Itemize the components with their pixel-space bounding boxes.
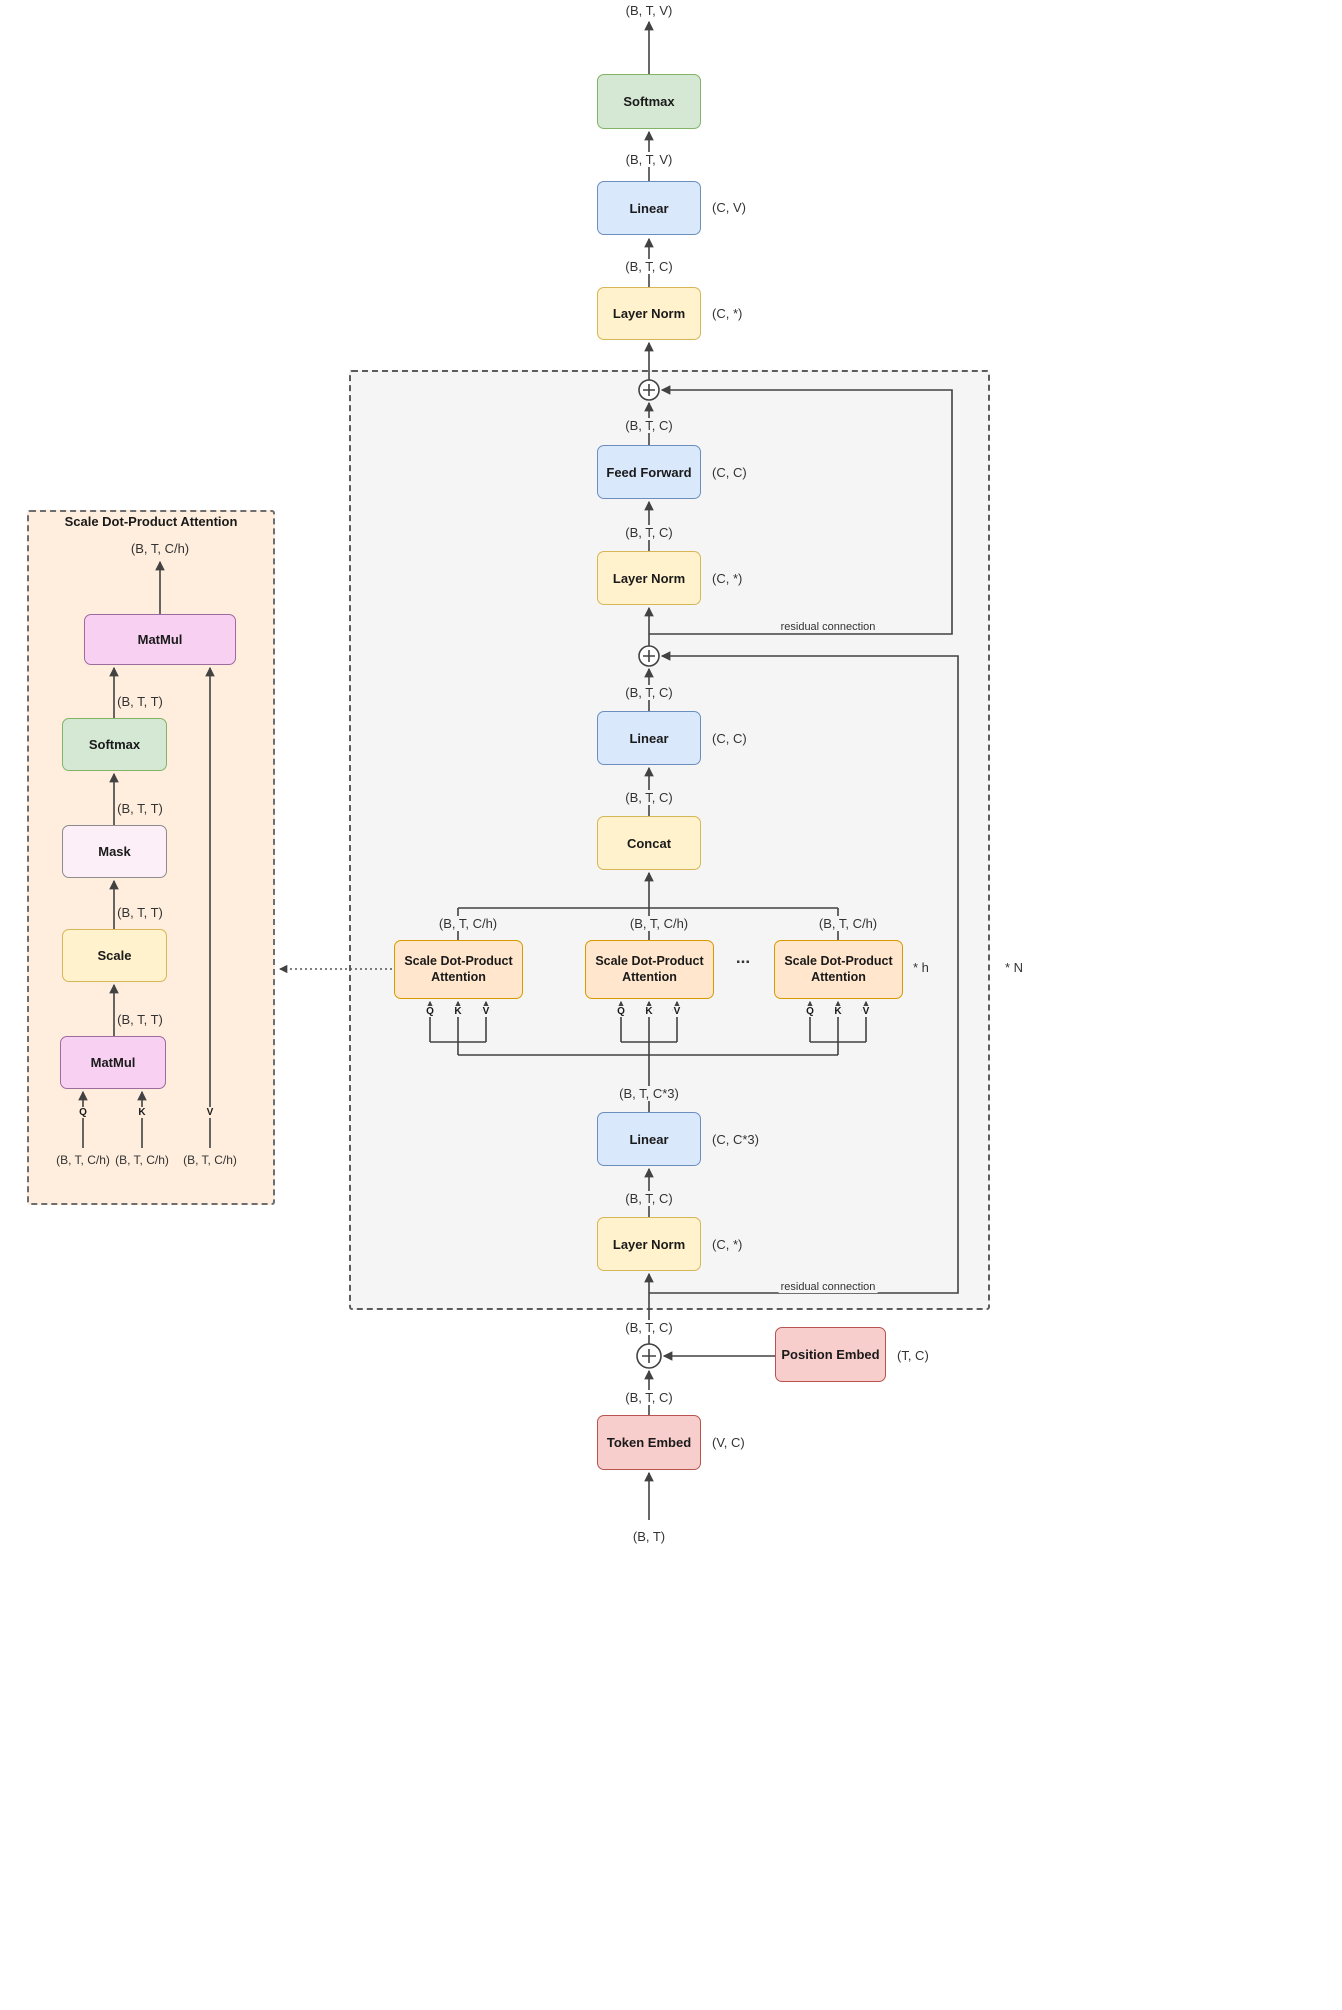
- panel-matmul-2-node: MatMul: [84, 614, 236, 665]
- q-input-label: Q: [425, 1006, 435, 1017]
- shape-label: (B, T, C/h): [128, 541, 192, 556]
- panel-mask-node: Mask: [62, 825, 167, 878]
- attention-head-3-node: Scale Dot-Product Attention: [774, 940, 903, 999]
- v-input-label: V: [481, 1006, 491, 1017]
- param-label: (C, C): [712, 731, 747, 746]
- layer-norm-final-node: Layer Norm: [597, 287, 701, 340]
- panel-scale-node: Scale: [62, 929, 167, 982]
- q-input-label: Q: [616, 1006, 626, 1017]
- shape-label: (B, T, C/h): [436, 916, 500, 931]
- shape-label: (B, T, C/h): [627, 916, 691, 931]
- shape-label: (B, T, T): [115, 905, 165, 920]
- shape-label-output: (B, T, V): [623, 3, 675, 18]
- shape-label: (B, T, C): [623, 259, 675, 274]
- k-input-label: K: [137, 1107, 147, 1118]
- panel-matmul-1-node: MatMul: [60, 1036, 166, 1089]
- param-label: (C, *): [712, 571, 743, 586]
- residual-connectors: [649, 385, 959, 1294]
- v-input-label: V: [861, 1006, 871, 1017]
- param-label: (C, C*3): [712, 1132, 759, 1147]
- add-operator-icons: [636, 379, 662, 1369]
- linear-qkv-node: Linear: [597, 1112, 701, 1166]
- shape-label: (B, T, C): [623, 1320, 675, 1335]
- k-input-label: K: [453, 1006, 463, 1017]
- residual-connection-label: residual connection: [778, 621, 878, 633]
- q-input-label: Q: [78, 1107, 88, 1118]
- softmax-output-node: Softmax: [597, 74, 701, 129]
- linear-output-node: Linear: [597, 181, 701, 235]
- v-input-label: V: [205, 1107, 215, 1118]
- shape-label: (B, T, C/h): [54, 1153, 112, 1167]
- param-label: (V, C): [712, 1435, 745, 1450]
- shape-label: (B, T, C): [623, 1390, 675, 1405]
- linear-attn-out-node: Linear: [597, 711, 701, 765]
- blocks-multiplier-label: * N: [1005, 960, 1024, 975]
- panel-connectors: [78, 560, 215, 1148]
- token-embed-node: Token Embed: [597, 1415, 701, 1470]
- k-input-label: K: [833, 1006, 843, 1017]
- main-flow-connectors: [425, 20, 871, 1520]
- shape-label: (B, T, C/h): [113, 1153, 171, 1167]
- k-input-label: K: [644, 1006, 654, 1017]
- shape-label: (B, T, C/h): [181, 1153, 239, 1167]
- feed-forward-node: Feed Forward: [597, 445, 701, 499]
- shape-label-input: (B, T): [630, 1529, 668, 1544]
- shape-label: (B, T, V): [623, 152, 675, 167]
- panel-softmax-node: Softmax: [62, 718, 167, 771]
- concat-node: Concat: [597, 816, 701, 870]
- shape-label: (B, T, C): [623, 1191, 675, 1206]
- shape-label: (B, T, C): [623, 685, 675, 700]
- position-embed-node: Position Embed: [775, 1327, 886, 1382]
- ellipsis-label: ...: [735, 948, 751, 967]
- shape-label: (B, T, T): [115, 1012, 165, 1027]
- shape-label: (B, T, T): [115, 694, 165, 709]
- shape-label: (B, T, C*3): [617, 1086, 681, 1101]
- shape-label: (B, T, C): [623, 525, 675, 540]
- param-label: (T, C): [897, 1348, 929, 1363]
- attention-head-1-node: Scale Dot-Product Attention: [394, 940, 523, 999]
- param-label: (C, V): [712, 200, 746, 215]
- param-label: (C, *): [712, 1237, 743, 1252]
- q-input-label: Q: [805, 1006, 815, 1017]
- shape-label: (B, T, C): [623, 418, 675, 433]
- layer-norm-ffn-node: Layer Norm: [597, 551, 701, 605]
- param-label: (C, *): [712, 306, 743, 321]
- param-label: (C, C): [712, 465, 747, 480]
- v-input-label: V: [672, 1006, 682, 1017]
- layer-norm-attn-node: Layer Norm: [597, 1217, 701, 1271]
- shape-label: (B, T, T): [115, 801, 165, 816]
- heads-multiplier-label: * h: [913, 960, 929, 975]
- residual-connection-label: residual connection: [778, 1281, 878, 1293]
- attention-head-2-node: Scale Dot-Product Attention: [585, 940, 714, 999]
- attention-panel-title: Scale Dot-Product Attention: [64, 514, 238, 529]
- shape-label: (B, T, C/h): [816, 916, 880, 931]
- shape-label: (B, T, C): [623, 790, 675, 805]
